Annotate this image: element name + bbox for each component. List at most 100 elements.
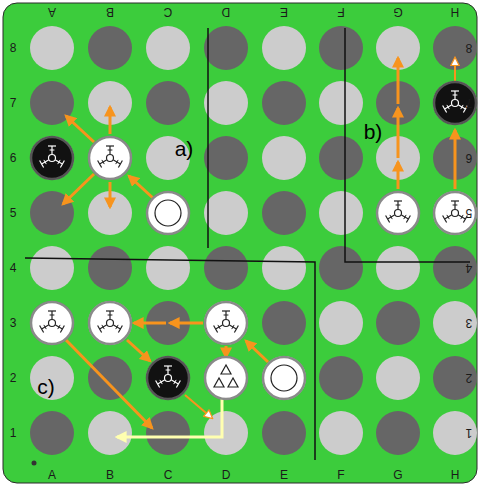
board-cell (262, 81, 306, 125)
game-piece (263, 357, 305, 399)
board-cell (30, 411, 74, 455)
board-cell (30, 136, 74, 180)
board-cell (262, 136, 306, 180)
board-cell (376, 301, 420, 345)
section-dividers (25, 28, 470, 460)
board-cell (319, 26, 363, 70)
section-label: b) (364, 121, 383, 142)
board-cell (30, 26, 74, 70)
row-label: 4 (466, 262, 473, 274)
move-arrow (66, 116, 94, 142)
move-arrow (66, 340, 152, 428)
divider-line (25, 258, 315, 460)
row-label: 8 (466, 42, 473, 54)
board-cell (376, 356, 420, 400)
move-arrow (117, 398, 222, 437)
column-label: E (280, 469, 288, 481)
move-arrow (397, 58, 400, 104)
board-cell (204, 136, 248, 180)
game-piece (205, 357, 247, 399)
board-cell (88, 356, 132, 400)
board-cell (262, 26, 306, 70)
column-label: G (393, 469, 402, 481)
board-cell (319, 356, 363, 400)
board-cell (204, 356, 248, 400)
column-label: E (280, 6, 288, 18)
column-label: F (337, 469, 344, 481)
board-cell (319, 81, 363, 125)
board-cell (204, 81, 248, 125)
row-label: 4 (10, 262, 17, 274)
move-arrow (109, 182, 112, 207)
board-cell (433, 411, 477, 455)
row-label: 6 (10, 152, 17, 164)
row-label: 7 (466, 97, 473, 109)
board-cell (319, 136, 363, 180)
row-label: 6 (466, 152, 473, 164)
move-arrow (109, 107, 112, 134)
board-cell (262, 191, 306, 235)
game-piece (205, 302, 247, 344)
section-label: a) (175, 138, 194, 159)
column-label: F (337, 6, 344, 18)
board-cell (146, 26, 190, 70)
column-label: B (106, 6, 114, 18)
board-cell (146, 356, 190, 400)
game-piece (377, 192, 419, 234)
board-cell (88, 246, 132, 290)
row-label: 2 (466, 372, 473, 384)
move-arrow (225, 346, 228, 357)
column-label: A (48, 6, 56, 18)
move-arrow (127, 340, 150, 361)
game-piece (147, 192, 189, 234)
board-cell (30, 191, 74, 235)
board-cell (433, 246, 477, 290)
board-cell (146, 411, 190, 455)
board-cell (88, 26, 132, 70)
column-label: H (451, 469, 460, 481)
board-cell (376, 411, 420, 455)
game-piece (147, 357, 189, 399)
move-arrow (454, 130, 457, 189)
board-cell (433, 191, 477, 235)
board-cell (204, 191, 248, 235)
board-cell (30, 301, 74, 345)
move-arrow (185, 395, 212, 418)
board-cell (88, 301, 132, 345)
board-cell (30, 246, 74, 290)
column-label: G (393, 6, 402, 18)
move-arrows (63, 58, 455, 437)
column-label: H (451, 6, 460, 18)
corner-dot (32, 461, 37, 466)
board-cell (376, 246, 420, 290)
row-label: 5 (466, 207, 473, 219)
board-cell (262, 301, 306, 345)
column-label: D (222, 6, 231, 18)
game-piece (31, 137, 73, 179)
move-arrow (246, 341, 268, 362)
board-cell (319, 301, 363, 345)
board-cell (204, 26, 248, 70)
move-arrow (134, 322, 166, 325)
board-cell (319, 246, 363, 290)
column-label: C (164, 6, 173, 18)
row-label: 5 (10, 207, 17, 219)
game-piece (31, 302, 73, 344)
board-cell (146, 191, 190, 235)
board-cells (30, 26, 477, 455)
section-label: c) (37, 376, 55, 397)
board-cell (88, 136, 132, 180)
game-piece (89, 302, 131, 344)
column-label: B (106, 469, 114, 481)
board-ground (3, 3, 477, 483)
row-label: 7 (10, 97, 17, 109)
move-arrow (63, 174, 94, 204)
board-cell (319, 411, 363, 455)
board-cell (204, 301, 248, 345)
board-cell (262, 246, 306, 290)
divider-line (207, 28, 209, 248)
row-label: 3 (10, 317, 17, 329)
board-cell (262, 356, 306, 400)
